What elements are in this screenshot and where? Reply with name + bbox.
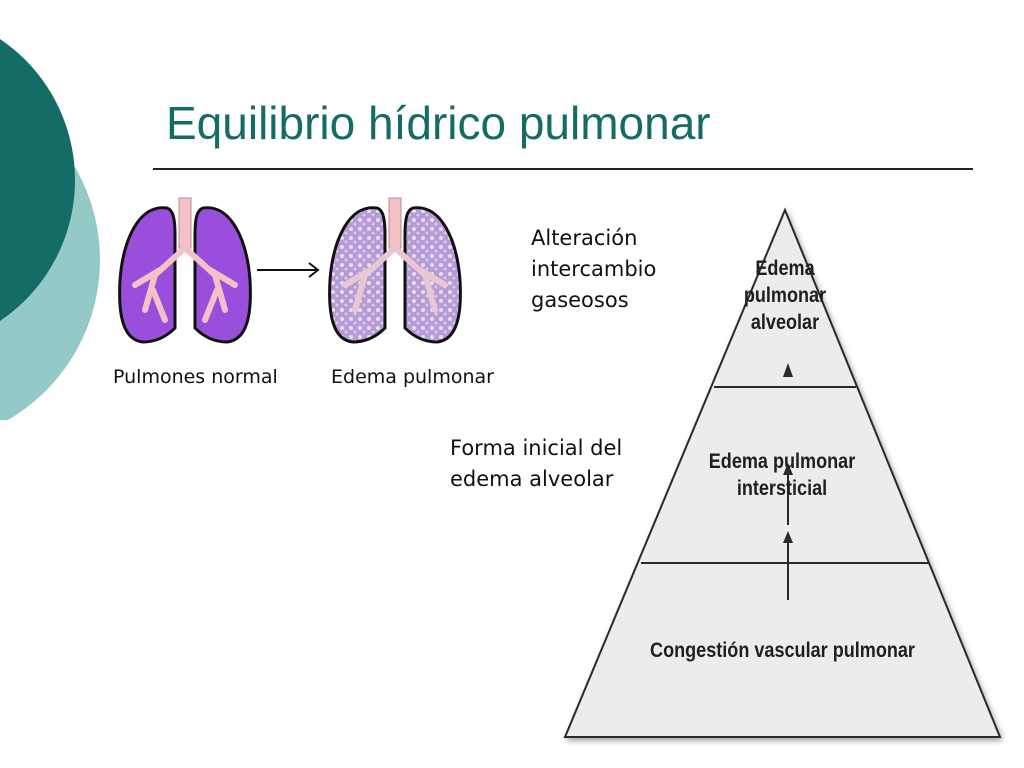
normal-lungs-icon: [118, 197, 252, 344]
pyramid-level-top: Edema pulmonar alveolar: [743, 257, 827, 334]
pyramid-level-middle: Edema pulmonar intersticial: [708, 450, 856, 500]
edema-lungs-label: Edema pulmonar: [331, 366, 494, 388]
normal-lungs-label: Pulmones normal: [113, 366, 278, 388]
edema-lungs-icon: [328, 197, 462, 344]
note-initial-form: Forma inicial del edema alveolar: [450, 436, 623, 491]
title-underline: [153, 168, 973, 170]
decorative-circles: [0, 39, 100, 420]
note-gas-exchange: Alteración intercambio gaseosos: [531, 226, 657, 312]
pyramid-level-bottom: Congestión vascular pulmonar: [650, 639, 915, 662]
pyramid-shape: [563, 207, 1002, 738]
arrow-up-icon: [783, 363, 793, 377]
pyramid-diagram: [563, 207, 1002, 738]
arrow-right-icon: [257, 262, 320, 278]
dark-teal-circle: [0, 39, 75, 321]
arrow-up-icon: [783, 463, 793, 525]
lungs-illustration: [118, 197, 462, 344]
slide-title: Equilibrio hídrico pulmonar: [166, 97, 711, 149]
arrow-up-icon: [783, 531, 793, 600]
